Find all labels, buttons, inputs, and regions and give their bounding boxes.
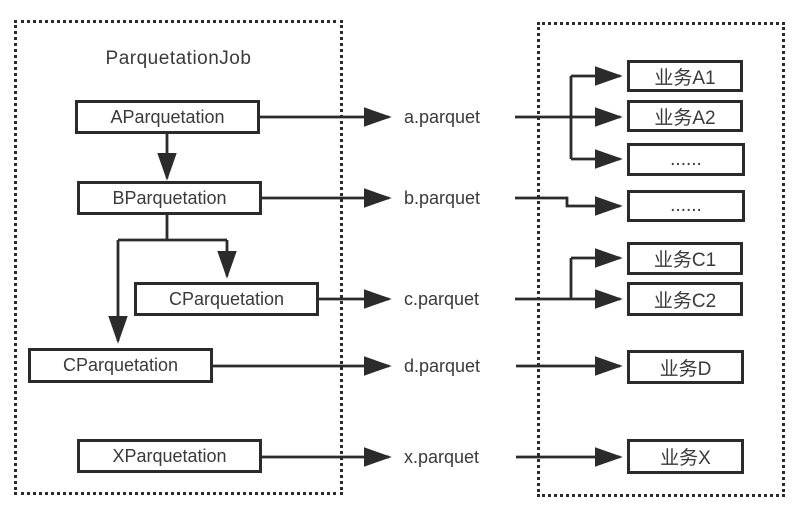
file-d-parquet: d.parquet [404, 356, 481, 376]
consumer-biz-x: 业务X [627, 439, 744, 474]
consumer-ellipsis-1: ...... [627, 143, 745, 176]
consumer-biz-a2: 业务A2 [627, 100, 743, 132]
parquetation-job-container [14, 20, 343, 495]
file-x-parquet: x.parquet [404, 447, 480, 467]
consumer-ellipsis-2: ...... [627, 190, 745, 222]
job-title: ParquetationJob [105, 48, 252, 69]
node-cparquetation-1: CParquetation [134, 282, 319, 316]
file-a-parquet: a.parquet [404, 107, 481, 127]
node-xparquetation: XParquetation [77, 439, 262, 473]
node-cparquetation-2: CParquetation [28, 348, 213, 383]
business-consumers-container [537, 22, 785, 497]
node-bparquetation: BParquetation [77, 181, 262, 215]
file-b-parquet: b.parquet [404, 188, 481, 208]
consumer-biz-d: 业务D [627, 350, 744, 384]
file-c-parquet: c.parquet [404, 289, 480, 309]
consumer-biz-c2: 业务C2 [627, 282, 743, 316]
consumer-biz-a1: 业务A1 [627, 60, 743, 92]
consumer-biz-c1: 业务C1 [627, 242, 743, 275]
node-aparquetation: AParquetation [75, 100, 260, 134]
